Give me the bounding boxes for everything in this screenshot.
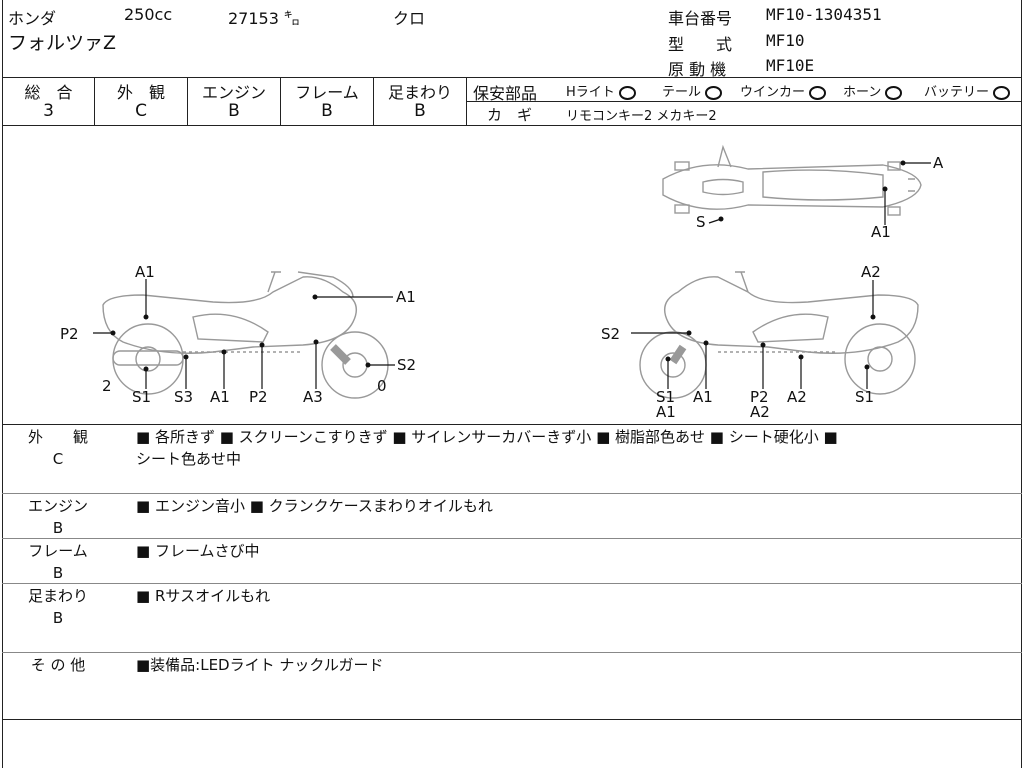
key-label: カ ギ: [487, 106, 533, 124]
grade-suspension-label: 足まわり: [387, 83, 452, 102]
grade-suspension-value: B: [414, 101, 426, 121]
label-right-a2: A2: [787, 388, 807, 406]
label-left-p2: P2: [60, 325, 79, 343]
model-name: フォルツァZ: [8, 32, 117, 54]
safety-item-winker: ウインカー: [740, 81, 827, 100]
grade-divider: [280, 78, 281, 125]
safety-item-horn: ホーン: [843, 81, 903, 100]
grade-divider: [94, 78, 95, 125]
grade-overall-label: 総 合: [24, 83, 73, 102]
rule-details-3: [2, 583, 1022, 584]
type-value: MF10: [766, 31, 805, 50]
scooter-left-view: [102, 271, 389, 399]
rule-details-1: [2, 493, 1022, 494]
check-circle-icon: [618, 85, 636, 100]
rule-details-2: [2, 538, 1022, 539]
damage-diagram: A S A1 A1 A1 P2 S2 2 0 S1 S3 A1 P2 A3 A2…: [60, 144, 944, 421]
label-left-a1-top: A1: [135, 263, 155, 281]
label-top-s: S: [696, 213, 706, 231]
engine-label: 原 動 機: [668, 60, 727, 79]
label-right-p2: P2: [750, 388, 769, 406]
label-right-a2-sub: A2: [750, 403, 770, 421]
safety-item-headlight: Hライト: [566, 81, 636, 100]
label-left-0: 0: [377, 377, 387, 395]
scooter-right-view: [639, 271, 919, 399]
mileage: 27153 ㌔: [228, 9, 300, 28]
scooter-top-view: [662, 144, 922, 216]
frame-number-label: 車台番号: [668, 9, 733, 28]
label-left-2: 2: [102, 377, 112, 395]
label-right-s1: S1: [656, 388, 675, 406]
label-left-p2-bottom: P2: [249, 388, 268, 406]
maker: ホンダ: [8, 9, 57, 28]
displacement: 250cc: [124, 5, 173, 24]
detail-frame-text: ■ フレームさび中: [136, 542, 260, 560]
label-right-s2: S2: [601, 325, 620, 343]
detail-suspension-text: ■ Rサスオイルもれ: [136, 587, 271, 605]
label-top-a: A: [933, 154, 944, 172]
label-right-a2-top: A2: [861, 263, 881, 281]
label-right-a1: A1: [693, 388, 713, 406]
label-left-a3: A3: [303, 388, 323, 406]
check-circle-icon: [809, 85, 827, 100]
grade-divider: [466, 78, 467, 125]
grade-divider: [187, 78, 188, 125]
grade-frame-label: フレーム: [295, 83, 359, 102]
check-circle-icon: [993, 85, 1011, 100]
rule-bottom-grade: [2, 125, 1022, 126]
engine-value: MF10E: [766, 56, 815, 75]
label-left-s2: S2: [397, 356, 416, 374]
frame-left-border: [2, 0, 3, 768]
grade-engine-label: エンジン: [201, 83, 266, 102]
color: クロ: [393, 9, 426, 28]
check-circle-icon: [885, 85, 903, 100]
safety-label: 保安部品: [473, 84, 538, 103]
rule-details-4: [2, 652, 1022, 653]
grade-frame-value: B: [321, 101, 333, 121]
label-left-s3: S3: [174, 388, 193, 406]
label-left-a1-right: A1: [396, 288, 416, 306]
grade-overall-value: 3: [43, 101, 54, 121]
label-right-a1-sub: A1: [656, 403, 676, 421]
safety-item-battery: バッテリー: [924, 81, 1011, 100]
detail-engine-text: ■ エンジン音小 ■ クランクケースまわりオイルもれ: [136, 497, 493, 515]
label-top-a1: A1: [871, 223, 891, 241]
grade-exterior-label: 外 観: [116, 83, 165, 102]
rule-details-bottom: [2, 719, 1022, 720]
detail-exterior-text: ■ 各所きず ■ スクリーンこすりきず ■ サイレンサーカバーきず小 ■ 樹脂部…: [136, 428, 838, 468]
marker-dots: [110, 160, 906, 372]
leader-lines: [93, 162, 931, 389]
safety-item-tail: テール: [662, 81, 723, 100]
grade-divider: [373, 78, 374, 125]
detail-other-text: ■装備品:LEDライト ナックルガード: [136, 656, 384, 674]
grade-exterior-value: C: [135, 101, 147, 121]
key-value: リモコンキー2 メカキー2: [566, 109, 717, 124]
frame-number: MF10-1304351: [766, 5, 882, 24]
label-left-s1: S1: [132, 388, 151, 406]
rule-top-grade: [2, 77, 1022, 78]
detail-other-category: そ の 他: [30, 656, 86, 674]
rule-details-top: [2, 424, 1022, 425]
check-circle-icon: [705, 85, 723, 100]
rule-mid-safety: [467, 101, 1022, 102]
type-label: 型 式: [668, 35, 733, 54]
grade-engine-value: B: [228, 101, 240, 121]
label-left-a1-bottom: A1: [210, 388, 230, 406]
frame-right-border: [1021, 0, 1022, 768]
label-right-s1-rear: S1: [855, 388, 874, 406]
